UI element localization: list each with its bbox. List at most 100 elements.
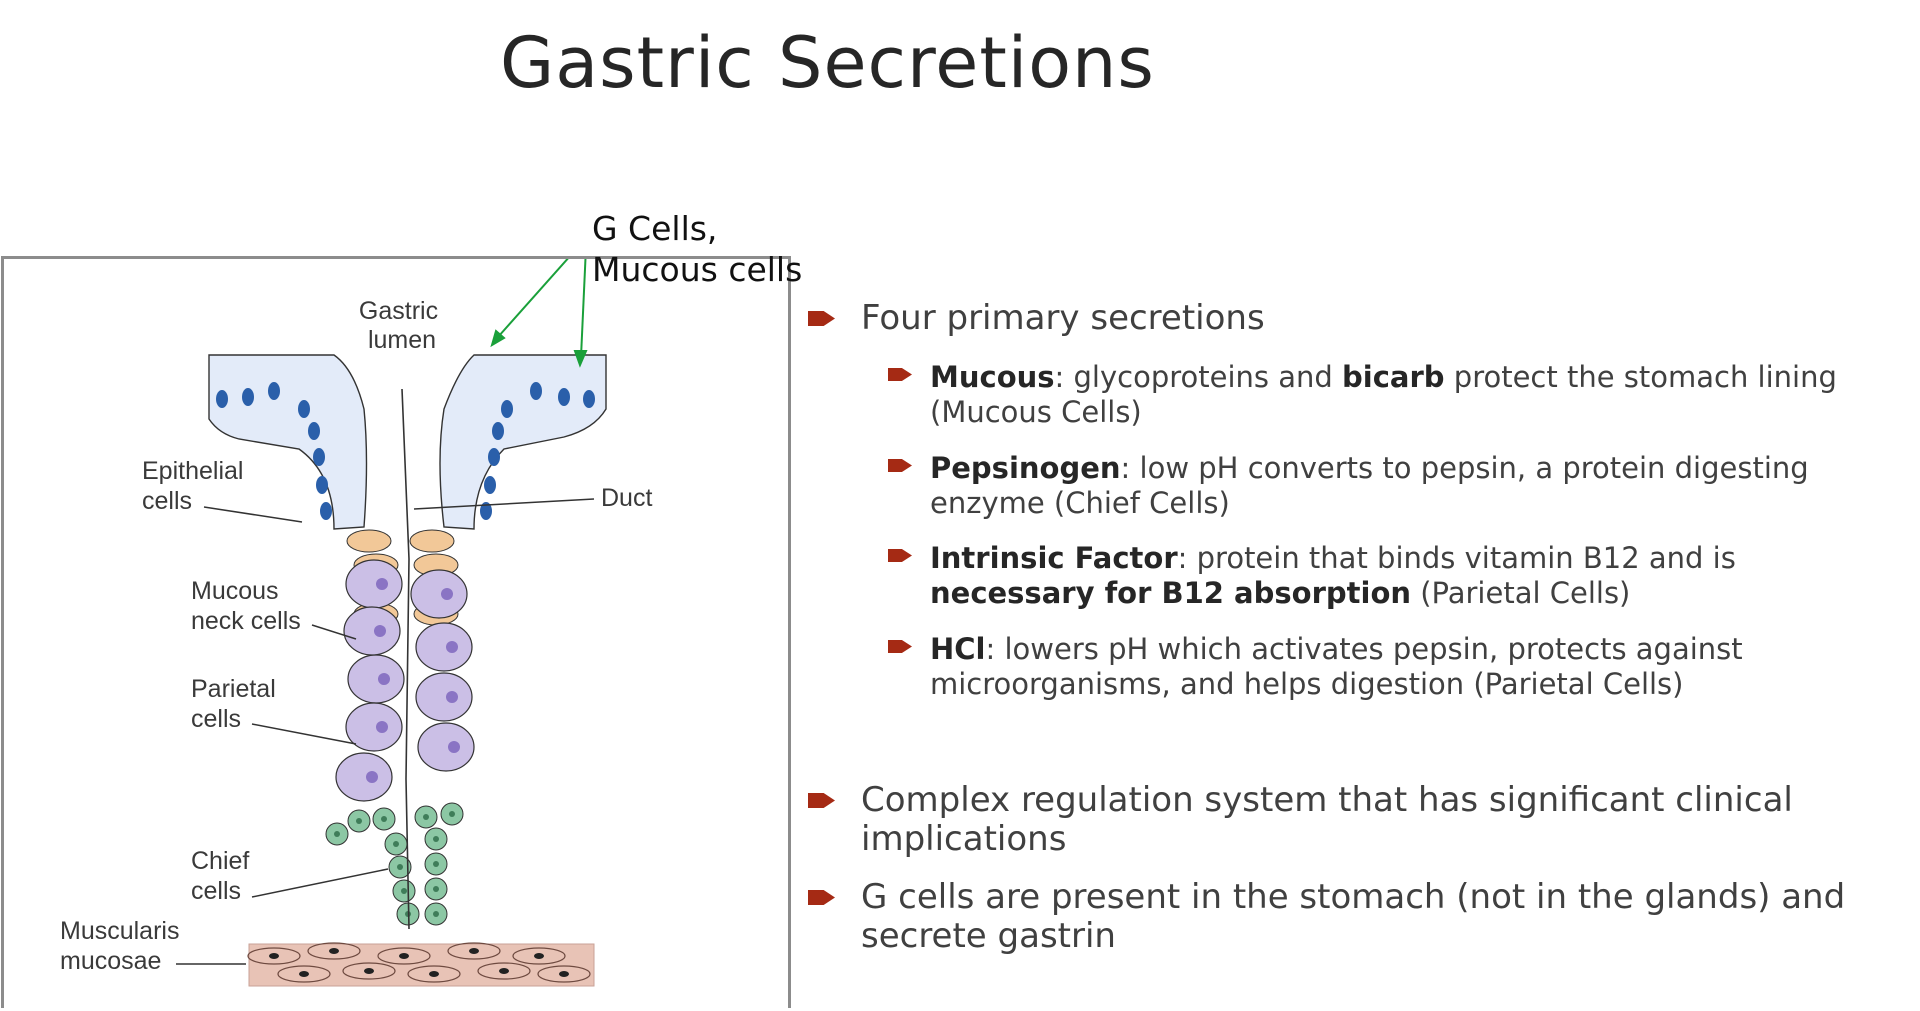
parietal-nucleus <box>441 588 453 600</box>
label-duct: Duct <box>601 484 652 512</box>
leader-chief <box>251 868 389 898</box>
parietal-cell <box>415 622 473 672</box>
muscle-nucleus <box>364 968 374 974</box>
bullet-text: Complex regulation system that has signi… <box>861 780 1793 859</box>
bullet-arrow-icon <box>888 368 912 381</box>
bullet-arrow-icon <box>808 311 835 326</box>
epithelial-nucleus <box>308 422 320 440</box>
parietal-nucleus <box>446 641 458 653</box>
slide-title: Gastric Secretions <box>500 22 1155 104</box>
parietal-nucleus <box>376 578 388 590</box>
g-cells-annotation: G Cells, Mucous cells <box>592 208 802 290</box>
leader-mucous-neck <box>311 624 357 640</box>
duct-lumen-line <box>401 388 410 930</box>
muscle-nucleus <box>329 948 339 954</box>
smooth-muscle-cell <box>247 947 301 965</box>
leader-duct <box>413 498 595 510</box>
annotation-line-2: Mucous cells <box>592 250 803 289</box>
label-mucous-neck-cells: Mucous neck cells <box>191 577 301 635</box>
mucous-neck-cell <box>409 529 455 553</box>
bullet-arrow-icon <box>808 793 835 808</box>
sub-bullet-intrinsic-factor: Intrinsic Factor: protein that binds vit… <box>888 541 1908 611</box>
smooth-muscle-cell <box>407 965 461 983</box>
bullet-arrow-icon <box>888 640 912 653</box>
bullet-complex-regulation: Complex regulation system that has signi… <box>808 781 1898 859</box>
muscle-nucleus <box>559 971 569 977</box>
epithelial-nucleus <box>492 422 504 440</box>
label-leader-lines <box>176 498 595 965</box>
bullet-text: Four primary secretions <box>861 298 1265 338</box>
parietal-nucleus <box>448 741 460 753</box>
epithelial-nucleus <box>484 476 496 494</box>
muscle-nucleus <box>299 971 309 977</box>
epithelial-nucleus <box>216 390 228 408</box>
sub-bullet-mucous: Mucous: glycoproteins and bicarb protect… <box>888 360 1908 430</box>
label-epithelial-cells: Epithelial cells <box>142 457 250 515</box>
annotation-arrowhead-right <box>573 350 588 368</box>
label-muscularis-mucosae: Muscularis mucosae <box>60 917 186 975</box>
bullet-arrow-icon <box>888 459 912 472</box>
chief-nucleus <box>334 831 340 837</box>
chief-nucleus <box>381 816 387 822</box>
bullet-four-primary-secretions: Four primary secretions <box>808 299 1265 338</box>
epithelium-left <box>208 354 368 530</box>
chief-nucleus <box>423 814 429 820</box>
smooth-muscle-cell <box>377 947 431 965</box>
annotation-arrowhead-left <box>490 329 506 348</box>
parietal-cell <box>410 569 468 619</box>
smooth-muscle-cell <box>477 962 531 980</box>
bullet-text: G cells are present in the stomach (not … <box>861 877 1846 956</box>
epithelial-nucleus <box>480 502 492 520</box>
epithelial-nucleus <box>320 502 332 520</box>
sub-bullet-text: Pepsinogen: low pH converts to pepsin, a… <box>930 451 1809 520</box>
muscle-nucleus <box>269 953 279 959</box>
annotation-arrow-left <box>497 259 569 338</box>
smooth-muscle-cell <box>447 942 501 960</box>
chief-nucleus <box>356 818 362 824</box>
mucous-neck-cell <box>346 529 392 553</box>
parietal-nucleus <box>378 673 390 685</box>
muscle-nucleus <box>399 953 409 959</box>
sub-bullet-text: Mucous: glycoproteins and bicarb protect… <box>930 360 1837 429</box>
parietal-cell <box>343 606 401 656</box>
chief-nucleus <box>433 861 439 867</box>
epithelial-nucleus <box>268 382 280 400</box>
leader-parietal <box>251 723 357 745</box>
muscle-nucleus <box>499 968 509 974</box>
muscularis-band <box>248 943 595 987</box>
epithelial-nucleus <box>501 400 513 418</box>
epithelial-nucleus <box>583 390 595 408</box>
bullet-g-cells: G cells are present in the stomach (not … <box>808 878 1898 956</box>
chief-nucleus <box>397 864 403 870</box>
parietal-cell <box>347 654 405 704</box>
muscle-nucleus <box>429 971 439 977</box>
smooth-muscle-cell <box>512 947 566 965</box>
epithelial-nucleus <box>558 388 570 406</box>
label-chief-cells: Chief cells <box>191 847 256 905</box>
parietal-nucleus <box>376 721 388 733</box>
label-gastric-lumen: Gastric lumen <box>359 297 445 354</box>
epithelial-nucleus <box>316 476 328 494</box>
sub-bullet-text: HCl: lowers pH which activates pepsin, p… <box>930 632 1743 701</box>
sub-bullet-pepsinogen: Pepsinogen: low pH converts to pepsin, a… <box>888 451 1908 521</box>
annotation-arrows <box>490 259 588 368</box>
parietal-nucleus <box>366 771 378 783</box>
parietal-cell <box>345 559 403 609</box>
epithelial-nucleus <box>488 448 500 466</box>
smooth-muscle-cell <box>307 942 361 960</box>
smooth-muscle-cell <box>342 962 396 980</box>
parietal-cell <box>415 672 473 722</box>
epithelial-nucleus <box>530 382 542 400</box>
gastric-gland-figure: Gastric lumen Epithelial cells Duct Muco… <box>1 256 791 1008</box>
chief-nucleus <box>433 886 439 892</box>
chief-nucleus <box>433 836 439 842</box>
parietal-cell <box>345 702 403 752</box>
parietal-nucleus <box>374 625 386 637</box>
cell-layers <box>208 354 607 987</box>
bullet-arrow-icon <box>888 549 912 562</box>
chief-nucleus <box>401 888 407 894</box>
chief-nucleus <box>449 811 455 817</box>
smooth-muscle-cell <box>277 965 331 983</box>
epithelial-nucleus <box>298 400 310 418</box>
chief-nucleus <box>433 911 439 917</box>
